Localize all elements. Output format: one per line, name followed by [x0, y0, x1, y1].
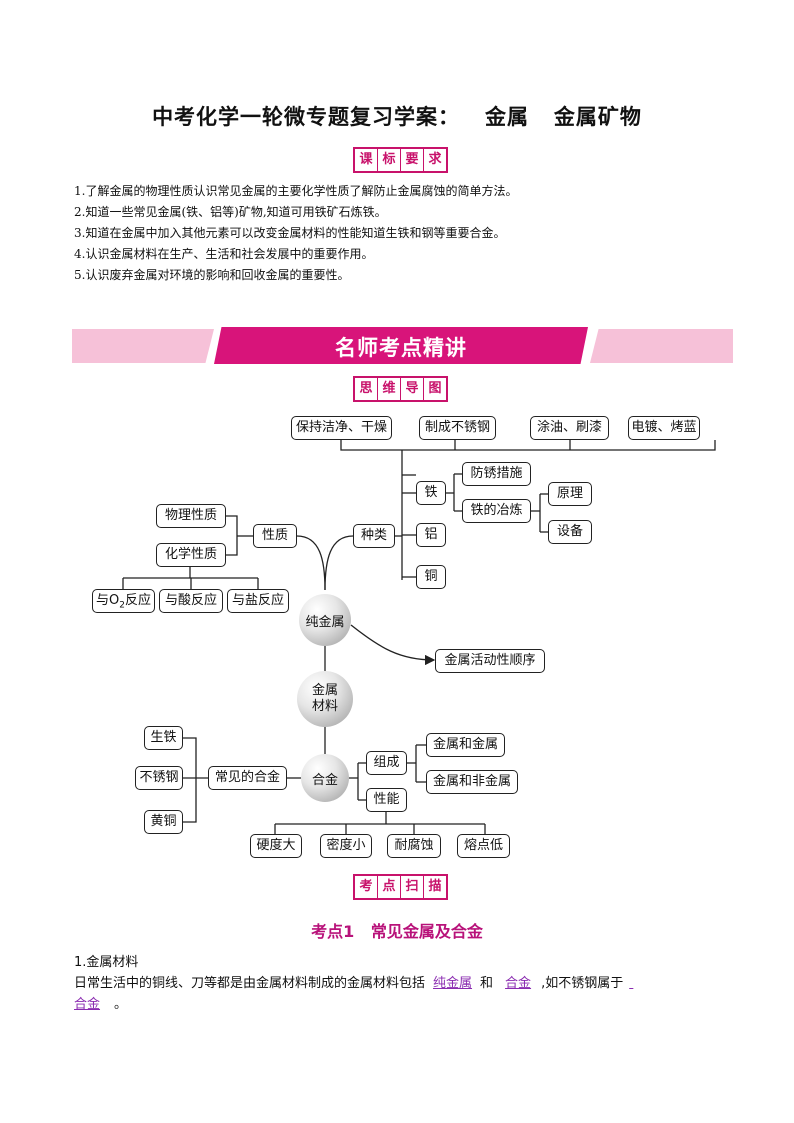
- banner-title: 名师考点精讲: [335, 336, 467, 360]
- answer-blank: 合金: [505, 976, 532, 991]
- badge-char: 描: [428, 879, 442, 894]
- badge-char: 思: [355, 378, 378, 400]
- metal-iron: 铁: [416, 481, 446, 505]
- alloy-stainless-steel: 不锈钢: [135, 766, 183, 790]
- composition-node: 组成: [366, 751, 407, 775]
- material-line1: 金属: [311, 683, 338, 698]
- prevent-rust-stainless: 制成不锈钢: [419, 416, 496, 440]
- low-density: 密度小: [320, 834, 372, 858]
- curriculum-badge: 课 标 要 求: [353, 147, 448, 173]
- banner-center: [214, 327, 588, 364]
- metal-and-nonmetal: 金属和非金属: [426, 770, 518, 794]
- low-melting-point: 熔点低: [457, 834, 510, 858]
- mindmap-connectors: [122, 440, 716, 834]
- smelting-principle: 原理: [548, 482, 592, 506]
- common-alloys: 常见的合金: [208, 766, 287, 790]
- banner-right-stripe: [590, 329, 733, 363]
- badge-char: 课: [355, 149, 378, 171]
- badge-char: 考: [355, 876, 378, 898]
- physical-properties: 物理性质: [156, 504, 226, 528]
- chemical-properties: 化学性质: [156, 543, 226, 567]
- prevent-rust-plating: 电镀、烤蓝: [628, 416, 700, 440]
- alloy-node: 合金: [301, 754, 349, 802]
- metal-and-metal: 金属和金属: [426, 733, 505, 757]
- banner-left-stripe: [72, 329, 214, 363]
- corrosion-resistant: 耐腐蚀: [387, 834, 441, 858]
- badge-char: 点: [378, 876, 401, 898]
- badge-char: 维: [378, 378, 401, 400]
- metal-aluminum: 铝: [416, 523, 446, 547]
- paragraph-text: ,如不锈钢属于: [541, 976, 624, 991]
- prevent-rust-oil-paint: 涂油、刷漆: [530, 416, 609, 440]
- badge-char: 图: [428, 381, 442, 396]
- scan-badge: 考 点 扫 描: [353, 874, 448, 900]
- rust-prevention-measures: 防锈措施: [462, 462, 531, 486]
- oxygen-suffix: 反应: [124, 593, 151, 608]
- high-hardness: 硬度大: [250, 834, 302, 858]
- badge-char: 要: [401, 149, 424, 171]
- react-with-oxygen: 与O2反应: [92, 589, 155, 613]
- prevent-rust-clean-dry: 保持洁净、干燥: [291, 416, 392, 440]
- alloy-brass: 黄铜: [144, 810, 183, 834]
- material-line2: 材料: [311, 699, 338, 714]
- badge-char: 导: [401, 378, 424, 400]
- paragraph-text: 。: [114, 997, 128, 1012]
- badge-char: 扫: [401, 876, 424, 898]
- metal-copper: 铜: [416, 565, 446, 589]
- metal-material-node: 金属 材料: [297, 671, 353, 727]
- mindmap-badge: 思 维 导 图: [353, 376, 448, 402]
- react-with-salt: 与盐反应: [227, 589, 289, 613]
- iron-smelting: 铁的冶炼: [462, 499, 531, 523]
- kinds-node: 种类: [353, 524, 395, 548]
- alloy-pig-iron: 生铁: [144, 726, 183, 750]
- section-paragraph: 日常生活中的铜线、刀等都是由金属材料制成的金属材料包括纯金属和合金 ,如不锈钢属于: [74, 972, 633, 991]
- pure-metal-node: 纯金属: [299, 594, 351, 646]
- oxygen-prefix: 与O: [96, 593, 120, 608]
- badge-char: 求: [428, 152, 442, 167]
- section-heading: 1.金属材料: [74, 955, 139, 970]
- topic-title: 考点1 常见金属及合金: [311, 922, 483, 941]
- answer-blank: 纯金属: [433, 976, 473, 991]
- badge-char: 标: [378, 149, 401, 171]
- answer-blank: 合金: [74, 997, 101, 1012]
- requirement-item: 4.认识金属材料在生产、生活和社会发展中的重要作用。: [74, 247, 374, 261]
- requirement-item: 3.知道在金属中加入其他元素可以改变金属材料的性能知道生铁和钢等重要合金。: [74, 226, 506, 240]
- page-title: 中考化学一轮微专题复习学案： 金属 金属矿物: [152, 104, 642, 129]
- requirement-item: 5.认识废弃金属对环境的影响和回收金属的重要性。: [74, 268, 350, 282]
- section-paragraph-continued: 合金。: [74, 993, 127, 1012]
- paragraph-text: 日常生活中的铜线、刀等都是由金属材料制成的金属材料包括: [74, 976, 426, 991]
- activity-series: 金属活动性顺序: [435, 649, 545, 673]
- react-with-acid: 与酸反应: [159, 589, 223, 613]
- smelting-equipment: 设备: [548, 520, 592, 544]
- requirement-item: 2.知道一些常见金属(铁、铝等)矿物,知道可用铁矿石炼铁。: [74, 205, 387, 219]
- properties-node: 性质: [253, 524, 297, 548]
- paragraph-text: 和: [480, 976, 494, 991]
- oxygen-subscript: 2: [119, 600, 125, 611]
- requirement-item: 1.了解金属的物理性质认识常见金属的主要化学性质了解防止金属腐蚀的简单方法。: [74, 184, 518, 198]
- performance-node: 性能: [366, 788, 407, 812]
